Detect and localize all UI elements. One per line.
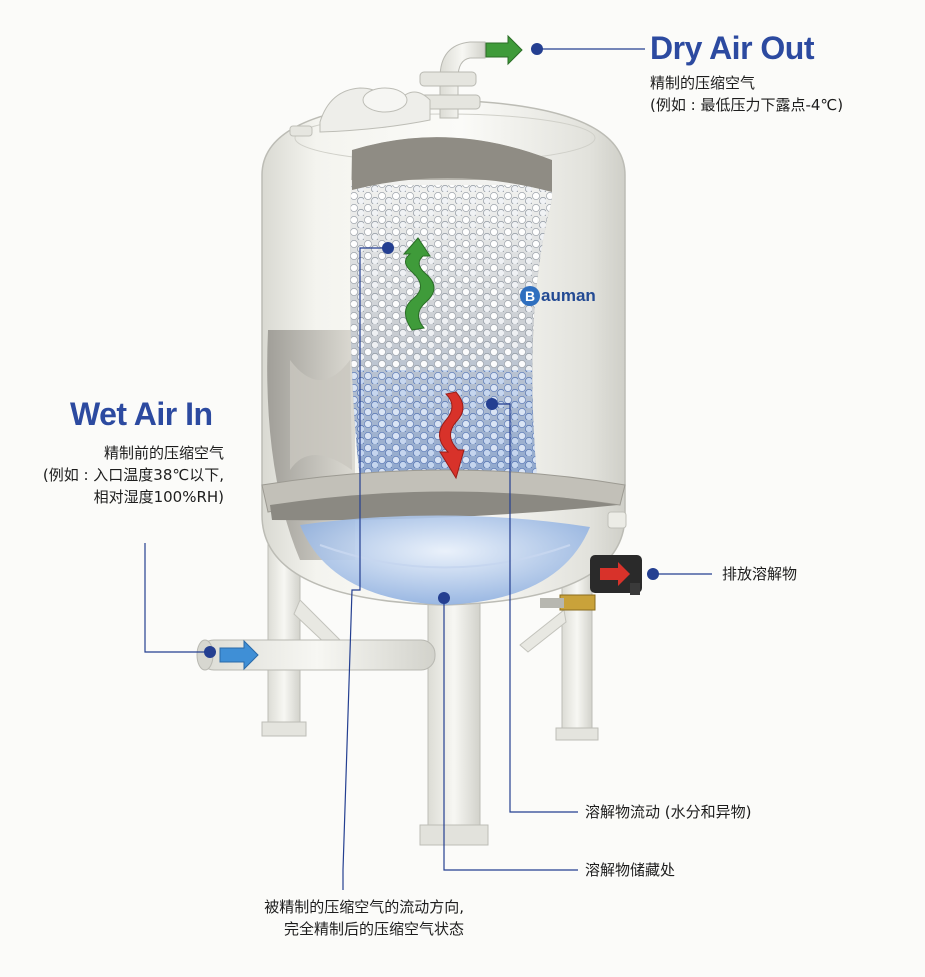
callout-lines <box>144 48 712 890</box>
dry-air-out-arrow <box>485 34 523 66</box>
dry-air-out-title: Dry Air Out <box>650 30 815 66</box>
dry-air-out-line1: 精制的压缩空气 <box>650 74 756 92</box>
drain-arrow <box>600 562 630 586</box>
drain-label: 排放溶解物 <box>722 565 798 583</box>
wet-air-in-line3: 相对湿度100%RH) <box>93 488 224 506</box>
direction-line1: 被精制的压缩空气的流动方向, <box>264 898 464 916</box>
downflow-arrow <box>439 391 465 480</box>
direction-line2: 完全精制后的压缩空气状态 <box>283 920 464 938</box>
brand-mark: B <box>520 286 540 306</box>
storage-label: 溶解物储藏处 <box>585 861 676 879</box>
direction-label: 被精制的压缩空气的流动方向, 完全精制后的压缩空气状态 <box>208 896 464 940</box>
wet-air-in-line2: (例如 : 入口温度38℃以下, <box>42 466 224 484</box>
callout-dots <box>204 43 659 658</box>
inlet-pipe <box>196 639 436 671</box>
flow-label: 溶解物流动 (水分和异物) <box>585 803 752 821</box>
dry-air-out-desc: 精制的压缩空气 (例如 : 最低压力下露点-4℃) <box>650 72 843 116</box>
brand-name: auman <box>541 286 596 305</box>
support-frame <box>261 539 599 846</box>
wet-air-in-arrow <box>219 639 259 671</box>
top-piping <box>289 41 486 137</box>
dry-air-out-line2: (例如 : 最低压力下露点-4℃) <box>650 96 844 114</box>
upflow-arrow <box>402 237 435 331</box>
wet-air-in-title: Wet Air In <box>70 396 213 432</box>
wet-air-in-desc: 精制前的压缩空气 (例如 : 入口温度38℃以下, 相对湿度100%RH) <box>12 442 224 508</box>
wet-air-in-line1: 精制前的压缩空气 <box>103 444 224 462</box>
